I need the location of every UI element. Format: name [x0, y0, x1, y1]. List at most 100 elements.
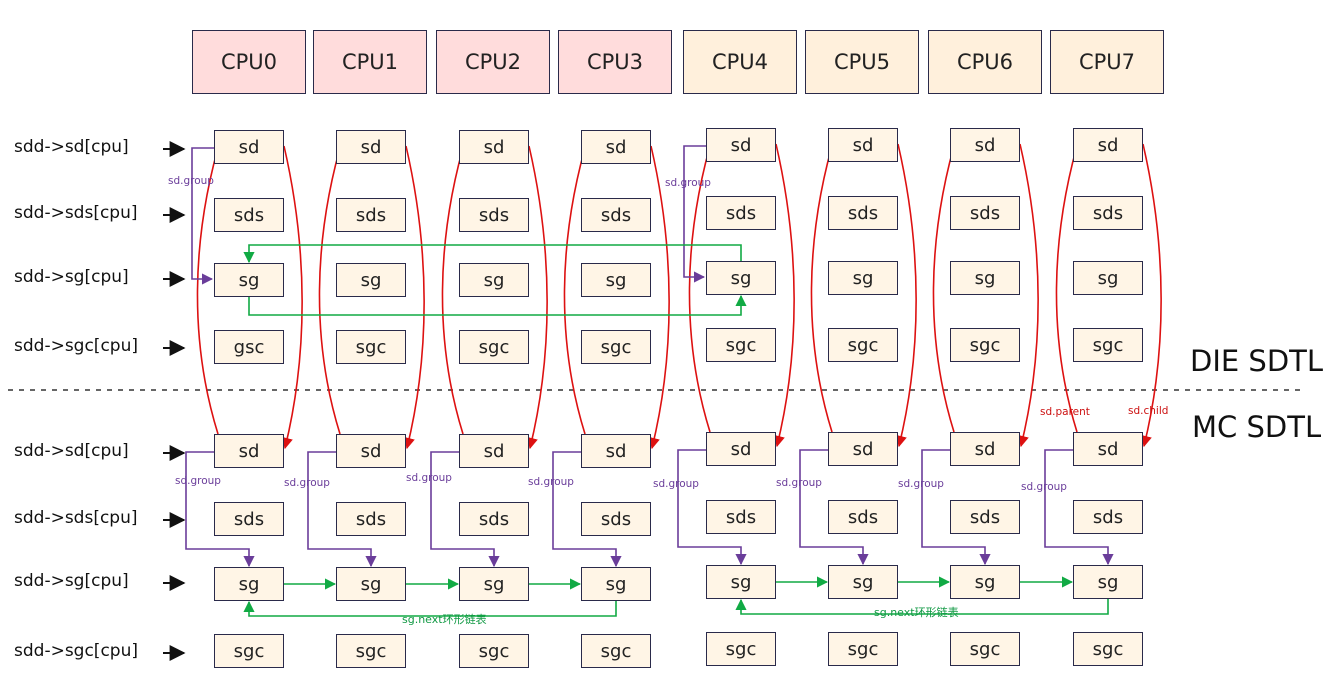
mc-sg-box-3: sg [581, 567, 651, 601]
mc-sd-group-arrow-7 [1044, 449, 1114, 566]
mc-sd-group-label-0: sd.group [175, 475, 221, 487]
mc-sd-group-arrow-1 [307, 451, 377, 568]
mc-sg-box-1: sg [336, 567, 406, 601]
sd-child-arrow-3 [648, 145, 670, 450]
die-row-label-0: sdd->sd[cpu] [14, 137, 129, 157]
mc-sg-box-7: sg [1073, 565, 1143, 599]
die-sg-box-2: sg [459, 263, 529, 297]
mc-sd-group-label-2: sd.group [406, 472, 452, 484]
mc-sd-group-label-6: sd.group [898, 478, 944, 490]
die-row-label-2: sdd->sg[cpu] [14, 267, 129, 287]
die-sds-box-7: sds [1073, 196, 1143, 230]
mc-sgc-box-7: sgc [1073, 632, 1143, 666]
die-sd-box-7: sd [1073, 128, 1143, 162]
mc-sd-group-label-5: sd.group [776, 477, 822, 489]
sd-child-label: sd.child [1128, 405, 1169, 417]
sd-child-arrow-4 [773, 143, 795, 448]
sd-child-arrow-7 [1140, 143, 1162, 448]
mc-sds-box-4: sds [706, 500, 776, 534]
mc-sds-box-7: sds [1073, 500, 1143, 534]
mc-sds-box-2: sds [459, 502, 529, 536]
mc-sd-box-4: sd [706, 432, 776, 466]
mc-sd-group-label-3: sd.group [528, 476, 574, 488]
mc-level-name: MC SDTL [1192, 410, 1322, 444]
cpu-header-0: CPU0 [192, 30, 306, 94]
die-sgc-box-1: sgc [336, 330, 406, 364]
die-sgc-box-2: sgc [459, 330, 529, 364]
die-sg-box-5: sg [828, 261, 898, 295]
sd-parent-arrow-4 [688, 130, 717, 433]
mc-sgc-box-0: sgc [214, 634, 284, 668]
die-sgc-box-7: sgc [1073, 328, 1143, 362]
mc-sd-group-arrow-3 [552, 451, 622, 568]
sd-parent-arrow-2 [441, 132, 470, 435]
die-sg-box-0: sg [214, 263, 284, 297]
mc-sds-box-5: sds [828, 500, 898, 534]
mc-sd-box-1: sd [336, 434, 406, 468]
die-sg-box-3: sg [581, 263, 651, 297]
cpu-header-2: CPU2 [436, 30, 550, 94]
cpu-header-7: CPU7 [1050, 30, 1164, 94]
die-sds-box-5: sds [828, 196, 898, 230]
mc-sds-box-6: sds [950, 500, 1020, 534]
mc-row-label-1: sdd->sds[cpu] [14, 508, 138, 528]
die-sg-next-arrow-top [243, 244, 742, 264]
die-sd-group-arrow-4 [683, 145, 706, 283]
mc-sd-group-arrow-4 [677, 449, 747, 566]
die-sgc-box-4: sgc [706, 328, 776, 362]
mc-sgc-box-1: sgc [336, 634, 406, 668]
mc-sds-box-0: sds [214, 502, 284, 536]
die-sgc-box-3: sgc [581, 330, 651, 364]
die-sd-box-5: sd [828, 128, 898, 162]
mc-sg-box-5: sg [828, 565, 898, 599]
die-sd-box-4: sd [706, 128, 776, 162]
mc-row-label-0: sdd->sd[cpu] [14, 441, 129, 461]
mc-sg-next-loop-0 [243, 600, 617, 617]
die-sgc-box-5: sgc [828, 328, 898, 362]
sg-next-label-1: sg.next环形链表 [874, 606, 959, 619]
die-sd-box-6: sd [950, 128, 1020, 162]
die-sd-box-1: sd [336, 130, 406, 164]
die-sd-group-arrow-0 [191, 147, 214, 285]
die-sg-next-arrow-bottom [248, 294, 747, 316]
mc-sd-box-2: sd [459, 434, 529, 468]
sd-parent-arrow-7 [1055, 130, 1084, 433]
sd-child-arrow-2 [526, 145, 548, 450]
mc-sg-box-2: sg [459, 567, 529, 601]
die-sd-group-label-0: sd.group [168, 175, 214, 187]
die-sgc-box-6: sgc [950, 328, 1020, 362]
sd-child-arrow-6 [1017, 143, 1039, 448]
sd-parent-arrow-3 [563, 132, 592, 435]
die-sds-box-0: sds [214, 198, 284, 232]
mc-sd-box-5: sd [828, 432, 898, 466]
mc-sgc-box-5: sgc [828, 632, 898, 666]
mc-sg-box-0: sg [214, 567, 284, 601]
sg-next-label-0: sg.next环形链表 [402, 613, 487, 626]
die-sg-box-1: sg [336, 263, 406, 297]
die-sd-group-label-4: sd.group [665, 177, 711, 189]
mc-sd-box-0: sd [214, 434, 284, 468]
sd-parent-arrow-1 [318, 132, 347, 435]
mc-sg-box-4: sg [706, 565, 776, 599]
cpu-header-5: CPU5 [805, 30, 919, 94]
mc-sg-next-loop-1 [735, 598, 1109, 615]
mc-sg-box-6: sg [950, 565, 1020, 599]
die-row-label-1: sdd->sds[cpu] [14, 203, 138, 223]
mc-sd-group-label-1: sd.group [284, 477, 330, 489]
die-sds-box-2: sds [459, 198, 529, 232]
cpu-header-4: CPU4 [683, 30, 797, 94]
sd-parent-arrow-5 [810, 130, 839, 433]
die-level-name: DIE SDTL [1190, 344, 1324, 378]
mc-sds-box-3: sds [581, 502, 651, 536]
die-sg-box-4: sg [706, 261, 776, 295]
mc-sgc-box-6: sgc [950, 632, 1020, 666]
cpu-header-3: CPU3 [558, 30, 672, 94]
sd-child-arrow-5 [895, 143, 917, 448]
die-sds-box-3: sds [581, 198, 651, 232]
mc-sd-group-label-4: sd.group [653, 478, 699, 490]
mc-sgc-box-4: sgc [706, 632, 776, 666]
mc-sd-group-arrow-2 [430, 451, 500, 568]
mc-sd-group-arrow-5 [799, 449, 869, 566]
mc-sgc-box-3: sgc [581, 634, 651, 668]
